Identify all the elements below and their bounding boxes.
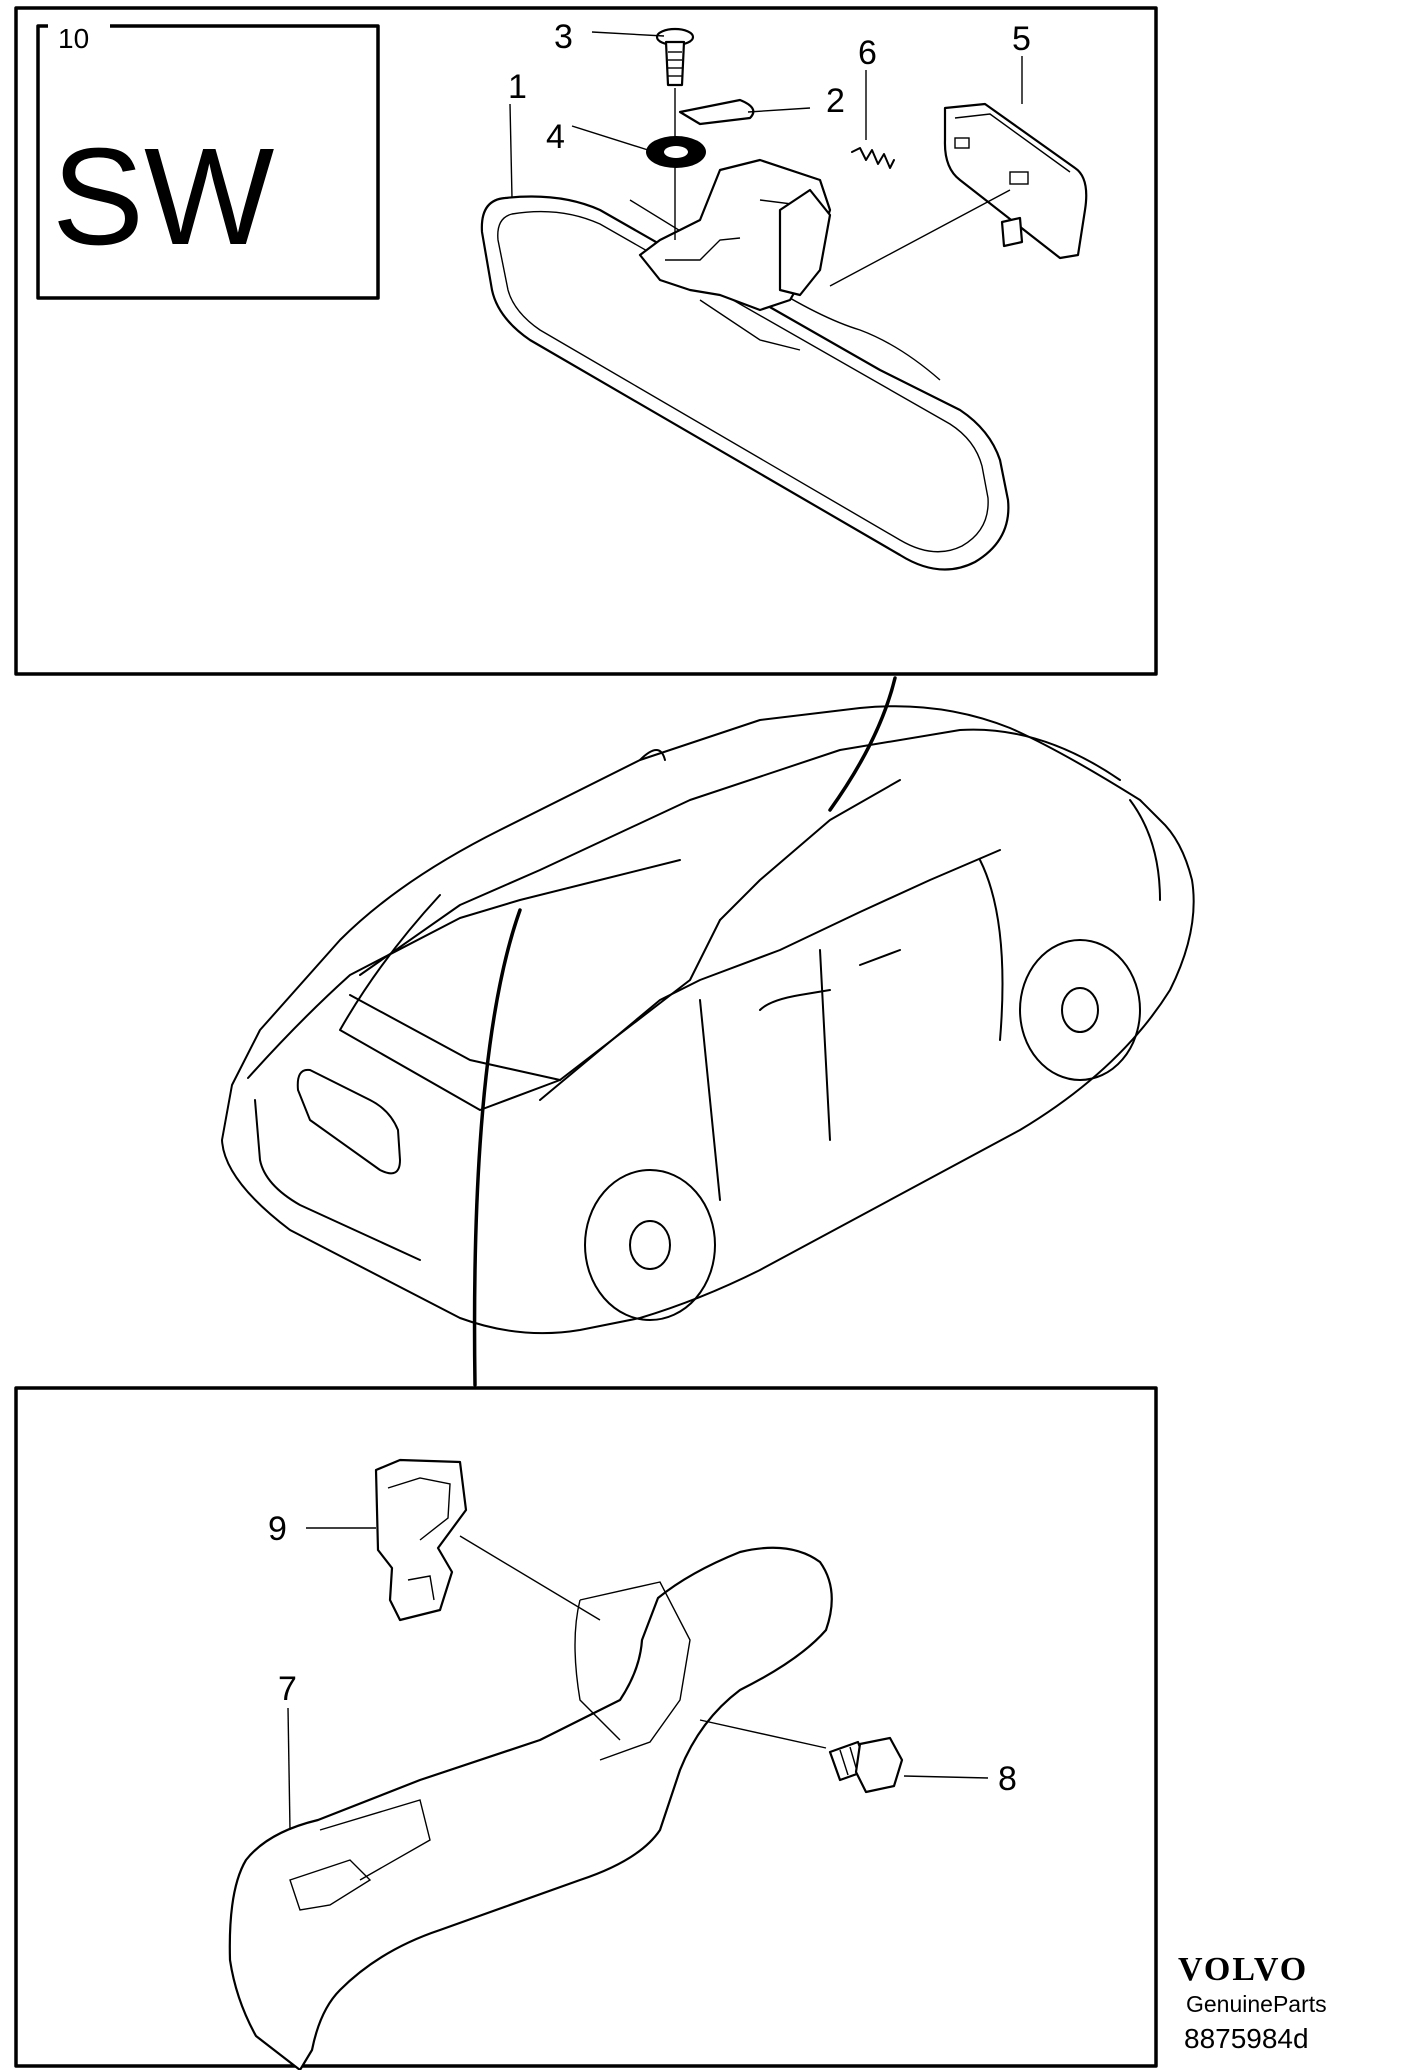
brand-logo: VOLVO [1178,1951,1308,1988]
bottom-detail-frame [14,1386,1158,2068]
top-detail-frame [14,6,1158,676]
callout-8: 8 [998,1760,1017,1798]
callout-9: 9 [268,1510,287,1548]
grab-handle-part-7 [228,1535,833,2070]
brand-tagline: GenuineParts [1186,1991,1327,2017]
mirror-bracket [638,158,832,312]
variant-box: 10 SW [36,14,380,300]
variant-box-border [36,24,380,300]
callout-5: 5 [1012,20,1031,58]
clip-part-9 [374,1458,468,1622]
washer-part-4 [646,136,706,168]
callout-2: 2 [826,82,845,120]
variant-code: SW [52,120,274,274]
car-illustration [221,705,1195,1335]
callout-1: 1 [508,68,527,106]
bolt-part-8 [828,1736,904,1794]
drawing-number: 8875984d [1184,2023,1309,2054]
screw-part-3 [655,27,695,240]
callout-4: 4 [546,118,565,156]
top-connector-line [828,676,897,812]
callout-7: 7 [278,1670,297,1708]
callout-6: 6 [858,34,877,72]
bottom-connector-line [472,908,522,1387]
cover-part-5 [943,102,1088,260]
callout-3: 3 [554,18,573,56]
pad-part-2 [678,98,755,126]
variant-number: 10 [58,23,89,54]
spring-part-6 [851,147,895,169]
